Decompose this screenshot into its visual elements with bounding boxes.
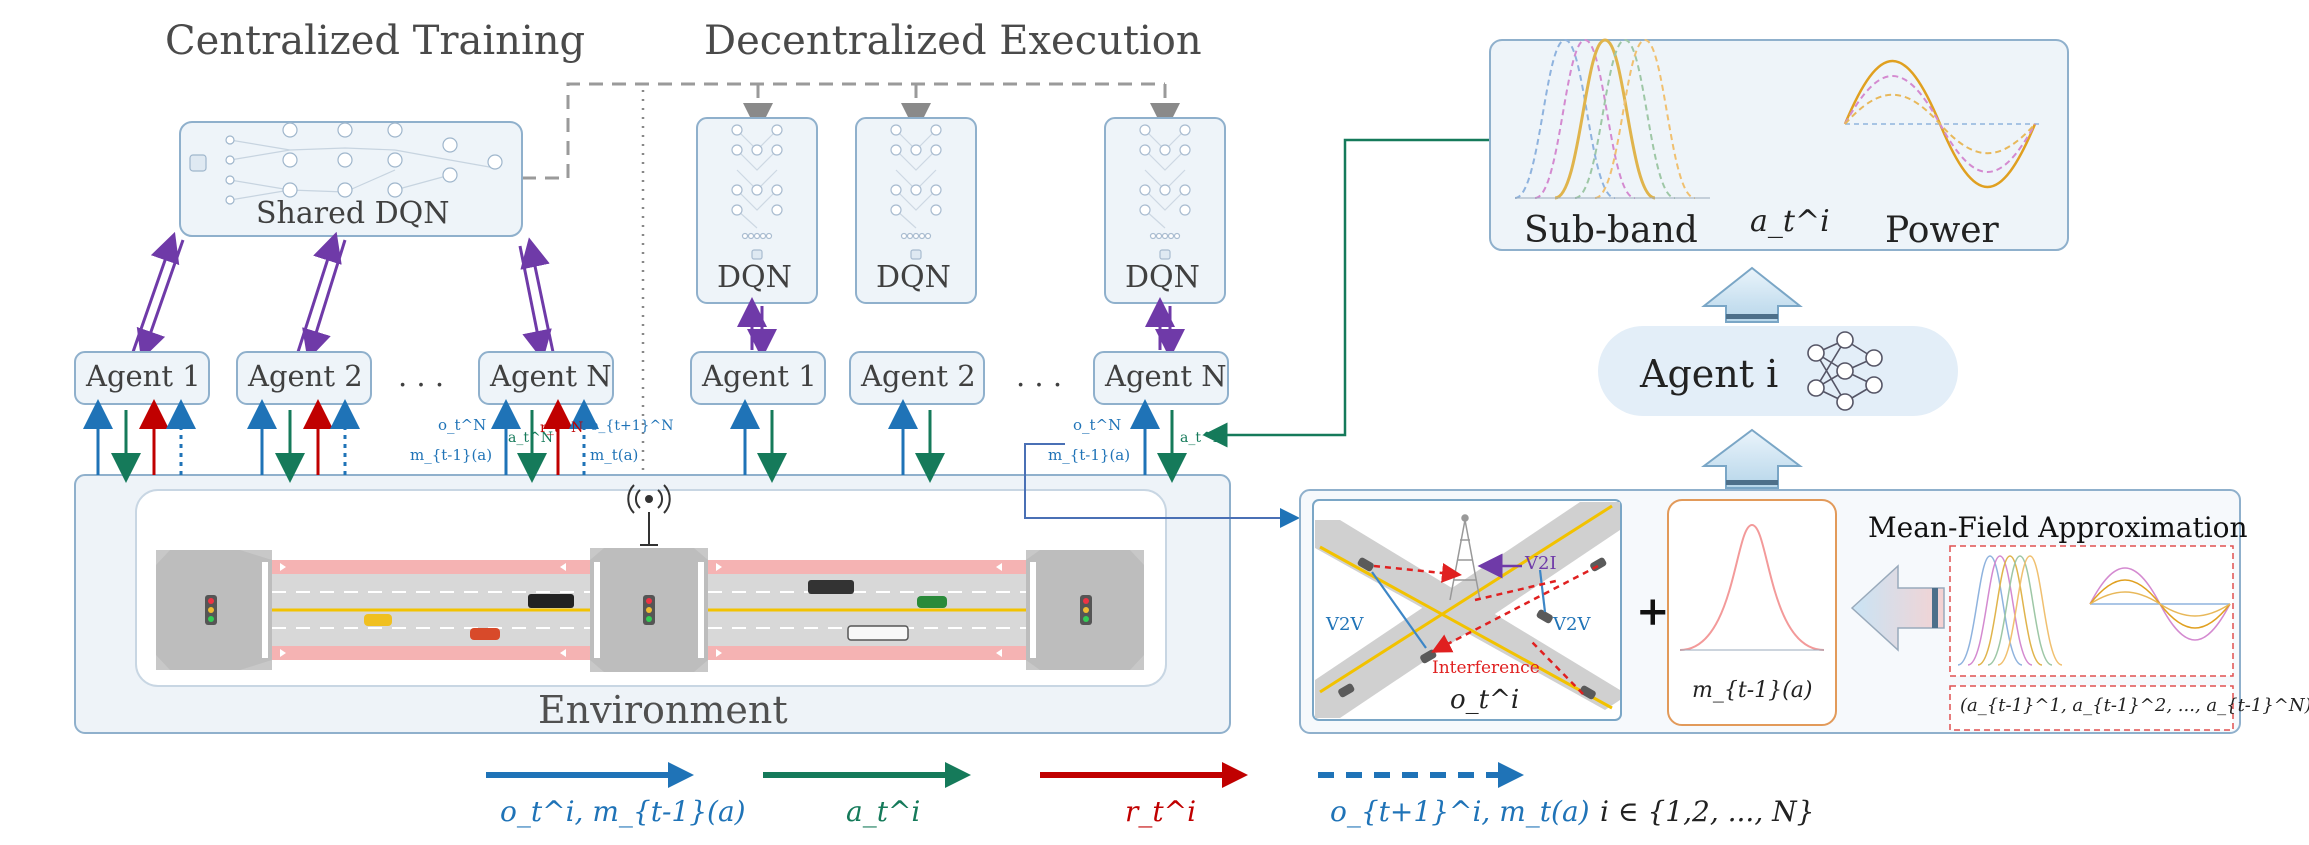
legend-label-next-obs: o_{t+1}^i, m_t(a): [1330, 795, 1590, 828]
right-mean-annotation: m_{t-1}(a): [1048, 446, 1131, 464]
left-agent-1-label: Agent 1: [86, 359, 201, 393]
right-obs-annotation: o_t^N: [1073, 416, 1122, 434]
v2v-links: [1371, 569, 1547, 649]
legend-arrows: [486, 762, 1524, 788]
right-interaction-arrows: [730, 399, 1187, 483]
mfa-actions: (a_{t-1}^1, a_{t-1}^2, ..., a_{t-1}^N): [1960, 695, 2309, 716]
subband-label: Sub-band: [1524, 210, 1698, 251]
interference-label: Interference: [1432, 658, 1540, 678]
up-arrow-bottom: [1701, 428, 1803, 489]
left-agents-ellipsis: . . .: [398, 359, 445, 393]
left-agent-n-label: Agent N: [490, 359, 612, 393]
dqn-network-icons: [731, 124, 1191, 260]
shared-dqn-label: Shared DQN: [256, 196, 450, 231]
left-interaction-arrows: [83, 399, 599, 483]
legend-index-set: i ∈ {1,2, ..., N}: [1600, 795, 1815, 828]
power-label: Power: [1885, 210, 1999, 251]
legend-label-obs: o_t^i, m_{t-1}(a): [500, 795, 746, 828]
execution-arrows: [737, 297, 1185, 359]
agent-i-pill: [1598, 326, 1958, 416]
environment-label: Environment: [538, 688, 788, 732]
agent-boxes: [74, 351, 1229, 405]
mfa-actions-box: [1949, 685, 2234, 731]
left-next-mean-annotation: m_t(a): [590, 446, 639, 464]
action-panel-symbol: a_t^i: [1750, 204, 1830, 239]
left-agent-2-label: Agent 2: [248, 359, 363, 393]
intersection-roads: [1315, 502, 1620, 718]
v2v-left-label: V2V: [1326, 614, 1364, 635]
antenna-icon: [627, 484, 671, 546]
left-mean-annotation: m_{t-1}(a): [410, 446, 493, 464]
legend-label-reward: r_t^i: [1125, 795, 1197, 828]
parameter-share-lines: [522, 82, 1180, 180]
v2v-right-label: V2V: [1553, 614, 1591, 635]
right-agent-1-label: Agent 1: [702, 359, 817, 393]
traffic-light-icon: [205, 595, 1092, 625]
legend-label-action: a_t^i: [846, 795, 921, 828]
left-big-arrow: [1850, 564, 1945, 652]
mfa-waves-box: [1949, 545, 2234, 677]
gaussian-curve: [1679, 523, 1825, 651]
subband-waves: [1514, 38, 1710, 200]
left-obs-annotation: o_t^N: [438, 416, 487, 434]
decentralized-execution-title: Decentralized Execution: [704, 18, 1202, 64]
v2i-label: V2I: [1525, 553, 1557, 574]
left-reward-annotation: r_t^N: [540, 420, 584, 436]
shared-dqn-box: [179, 121, 523, 237]
dqn-label-n: DQN: [1125, 260, 1200, 295]
left-action-annotation: a_t^N: [508, 430, 553, 446]
observation-connector: [1024, 443, 1300, 528]
car-icon: [364, 580, 947, 641]
mfa-subband-waves: [1957, 555, 2063, 666]
road-scene: [156, 484, 1144, 672]
power-waves: [1843, 60, 2040, 188]
right-agent-n-label: Agent N: [1105, 359, 1227, 393]
right-agents-ellipsis: . . .: [1016, 359, 1063, 393]
mean-field-box: [1667, 499, 1837, 726]
training-arrows: [131, 231, 555, 361]
interference-links: [1373, 563, 1599, 695]
up-arrow-top: [1701, 266, 1803, 323]
plus-sign: +: [1636, 588, 1670, 635]
tower-icon: [1449, 514, 1481, 601]
mean-field-symbol: m_{t-1}(a): [1692, 678, 1813, 703]
action-connector: [1202, 138, 1490, 448]
right-agent-2-label: Agent 2: [861, 359, 976, 393]
dqn-label-1: DQN: [717, 260, 792, 295]
shared-dqn-network-icon: [189, 122, 503, 205]
mfa-title: Mean-Field Approximation: [1868, 511, 2248, 544]
mfa-power-waves: [2089, 567, 2231, 641]
agent-i-network-icon: [1807, 331, 1883, 411]
dqn-label-2: DQN: [876, 260, 951, 295]
right-action-annotation: a_t^N: [1180, 430, 1225, 446]
agent-i-label: Agent i: [1640, 352, 1779, 396]
observation-symbol: o_t^i: [1450, 685, 1520, 715]
left-next-obs-annotation: o_{t+1}^N: [590, 418, 674, 434]
centralized-training-title: Centralized Training: [165, 18, 586, 64]
